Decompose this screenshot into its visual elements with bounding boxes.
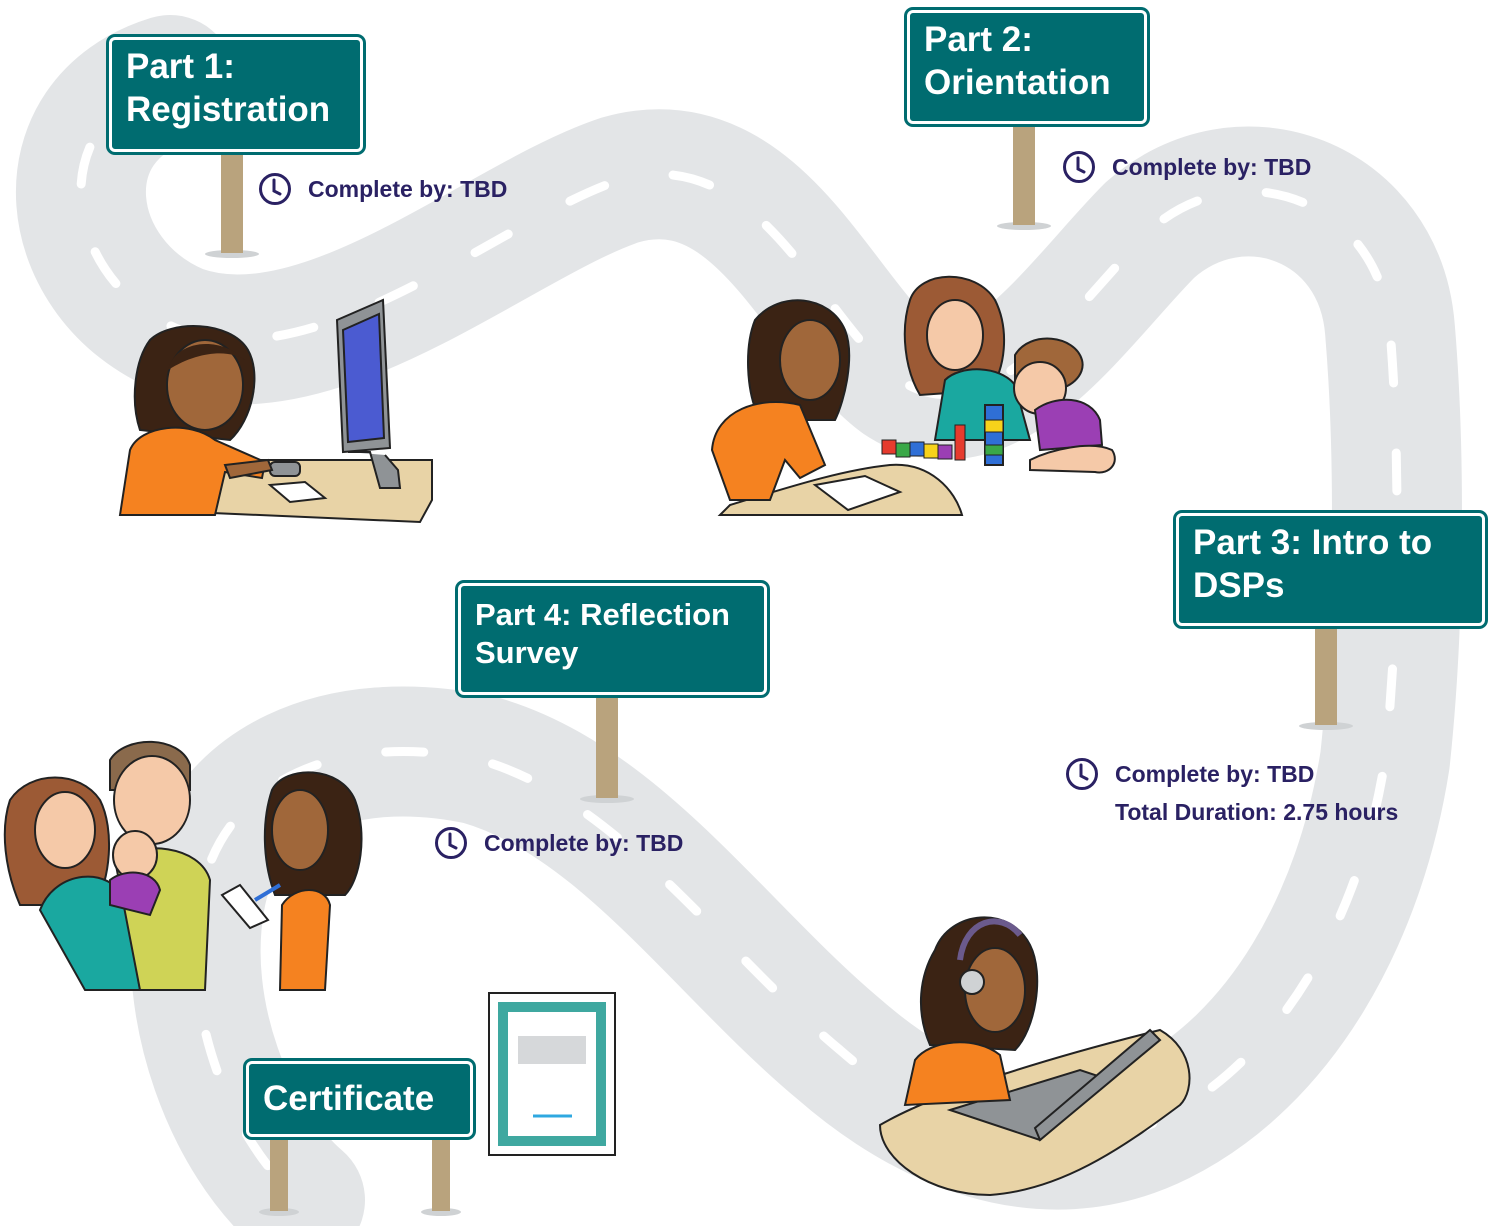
- sign-posts: [205, 125, 1353, 1216]
- part1-note: Complete by: TBD: [258, 170, 507, 208]
- part1-complete-by: Complete by: TBD: [308, 176, 508, 202]
- certificate-sign-label: Certificate: [263, 1079, 435, 1118]
- registration-illustration: [118, 298, 433, 524]
- part1-sign: Part 1: Registration: [109, 37, 363, 152]
- reflection-survey-illustration: [3, 740, 363, 991]
- part3-complete-by: Complete by: TBD: [1115, 761, 1315, 787]
- part3-total-duration: Total Duration: 2.75 hours: [1115, 799, 1399, 825]
- part3-sign-line1: Part 3: Intro to: [1193, 523, 1433, 562]
- orientation-illustration: [710, 275, 1116, 516]
- certificate-sign: Certificate: [246, 1061, 473, 1137]
- part1-sign-line1: Part 1:: [126, 47, 235, 86]
- part3-sign-line2: DSPs: [1193, 565, 1285, 605]
- part1-sign-line2: Registration: [126, 89, 331, 129]
- part4-sign-line1: Part 4: Reflection: [475, 597, 730, 632]
- part3-note: Complete by: TBD Total Duration: 2.75 ho…: [1065, 755, 1398, 831]
- certificate-document-icon: [488, 992, 616, 1156]
- part2-sign: Part 2: Orientation: [907, 10, 1147, 124]
- part4-complete-by: Complete by: TBD: [484, 830, 684, 856]
- part3-sign: Part 3: Intro to DSPs: [1176, 513, 1485, 626]
- part2-complete-by: Complete by: TBD: [1112, 154, 1312, 180]
- clock-icon: [435, 827, 467, 859]
- part4-note: Complete by: TBD: [434, 824, 683, 862]
- part2-sign-line1: Part 2:: [924, 20, 1033, 59]
- part2-sign-line2: Orientation: [924, 62, 1111, 102]
- clock-icon: [259, 173, 291, 205]
- part2-note: Complete by: TBD: [1062, 148, 1311, 186]
- clock-icon: [1066, 758, 1098, 790]
- part4-sign-line2: Survey: [475, 634, 579, 670]
- clock-icon: [1063, 151, 1095, 183]
- intro-to-dsps-illustration: [878, 916, 1191, 1197]
- part4-sign: Part 4: Reflection Survey: [458, 583, 767, 695]
